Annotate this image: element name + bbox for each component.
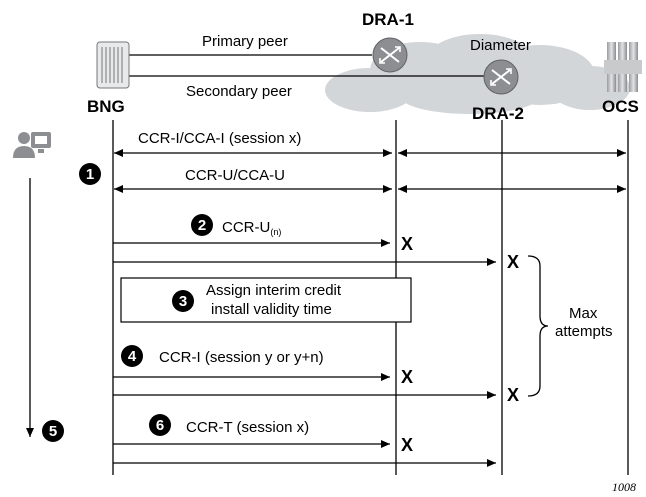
- ocs-label: OCS: [602, 97, 639, 116]
- failure-mark-dra2-step4: X: [507, 385, 519, 405]
- primary-peer-label: Primary peer: [202, 33, 288, 50]
- max-attempts-line1: Max: [569, 305, 598, 322]
- step-5-number: 5: [49, 423, 57, 440]
- secondary-peer-label: Secondary peer: [186, 83, 292, 100]
- step-1-badge: [79, 163, 101, 185]
- max-attempts-brace: [527, 255, 549, 397]
- step-4-badge: [121, 345, 143, 367]
- interim-credit-line1: Assign interim credit: [206, 282, 342, 299]
- step-3-badge: [172, 290, 194, 312]
- dra1-label: DRA-1: [362, 10, 414, 29]
- step-6-badge: [149, 414, 171, 436]
- figure-id: 1008: [612, 480, 636, 494]
- ccr-u-label: CCR-U/CCA-U: [185, 167, 285, 184]
- diameter-cloud: Diameter: [325, 34, 630, 114]
- failure-mark-dra1-step6: X: [401, 435, 413, 455]
- ccr-i-retry-label: CCR-I (session y or y+n): [159, 349, 324, 366]
- step-1-number: 1: [86, 166, 94, 183]
- step-2-badge: [191, 214, 213, 236]
- ccr-un-label: CCR-U(n): [222, 219, 281, 237]
- bng-label: BNG: [87, 97, 125, 116]
- failure-mark-dra1-step4: X: [401, 367, 413, 387]
- ccr-t-label: CCR-T (session x): [186, 419, 309, 436]
- cloud-label: Diameter: [470, 37, 531, 54]
- interim-credit-line2: install validity time: [211, 301, 332, 318]
- dra2-router-icon: [483, 59, 519, 95]
- step-6-number: 6: [156, 417, 164, 434]
- max-attempts-line2: attempts: [555, 323, 613, 340]
- dra2-label: DRA-2: [472, 104, 524, 123]
- subscriber-icon: [13, 132, 51, 158]
- failure-mark-dra1-step2: X: [401, 234, 413, 254]
- failure-mark-dra2-step2: X: [507, 252, 519, 272]
- ocs-server-icon: [604, 42, 642, 92]
- step-4-number: 4: [128, 348, 137, 365]
- dra1-router-icon: [372, 37, 408, 73]
- step-3-number: 3: [179, 293, 187, 310]
- step-5-badge: [42, 420, 64, 442]
- interim-credit-box: [120, 277, 412, 323]
- step-2-number: 2: [198, 217, 206, 234]
- ccr-i-label: CCR-I/CCA-I (session x): [138, 130, 301, 147]
- bng-device-icon: [96, 41, 130, 89]
